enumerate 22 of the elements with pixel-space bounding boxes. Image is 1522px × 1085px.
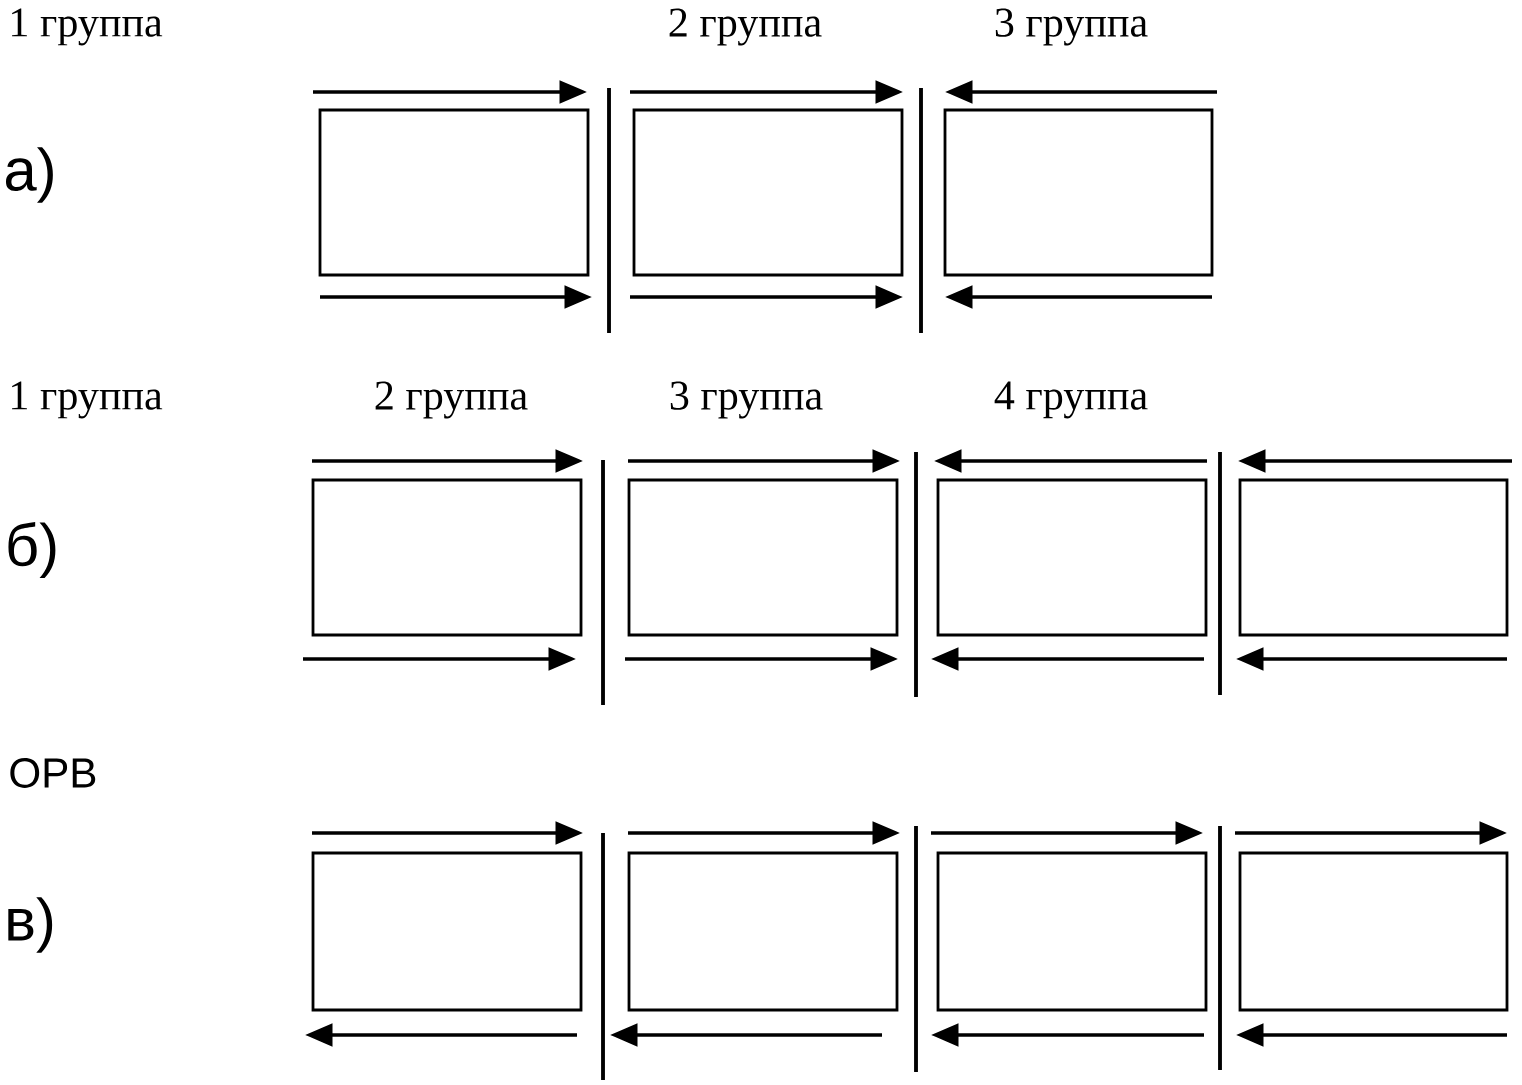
empty-box [1238, 478, 1509, 637]
row-label: б) [8, 521, 56, 579]
group-label: 1 группа [12, 381, 163, 419]
group-label: 4 группа [994, 381, 1148, 419]
empty-box [943, 108, 1214, 277]
empty-box [311, 851, 583, 1012]
group-label: 3 группа [995, 8, 1148, 46]
row-label: ОРВ [10, 758, 96, 788]
empty-box [627, 478, 899, 637]
row-label: а) [6, 147, 53, 203]
group-label: 1 группа [12, 8, 163, 46]
empty-box [627, 851, 899, 1012]
group-label: 2 группа [375, 381, 528, 419]
empty-box [936, 478, 1208, 637]
empty-box [311, 478, 583, 637]
group-label: 2 группа [669, 8, 822, 46]
empty-box [1238, 851, 1509, 1012]
empty-box [318, 108, 590, 277]
group-label: 3 группа [670, 381, 823, 419]
empty-box [632, 108, 904, 277]
row-label: в) [8, 897, 53, 953]
empty-box [936, 851, 1208, 1012]
